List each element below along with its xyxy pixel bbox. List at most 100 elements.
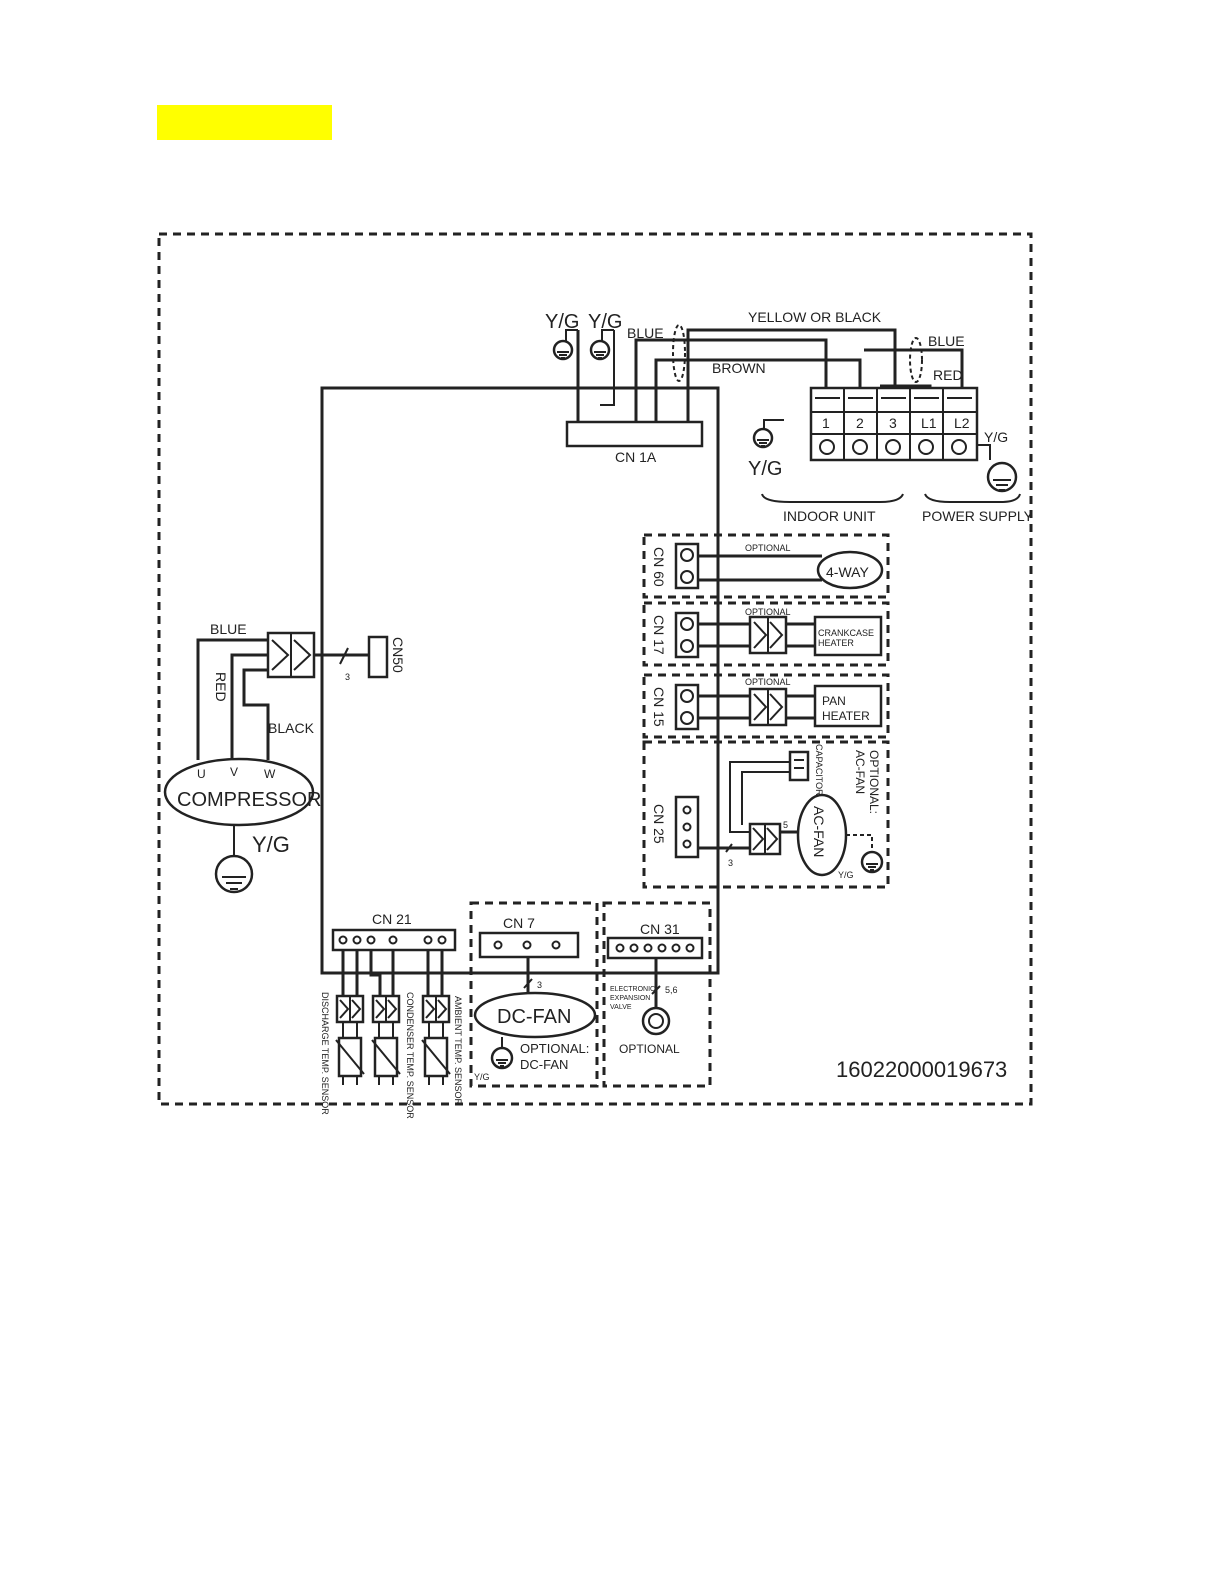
eev-line3: VALVE xyxy=(610,1004,632,1011)
eev-pins: 5,6 xyxy=(665,985,678,995)
cn31-connector xyxy=(606,936,704,960)
capacitor xyxy=(788,750,810,782)
ground-icon xyxy=(752,427,774,449)
dc-fan-pin: 3 xyxy=(537,980,542,990)
cn50-connector xyxy=(367,635,389,679)
cn7-connector xyxy=(478,931,580,959)
pan-heater xyxy=(813,684,883,728)
compressor-w: W xyxy=(264,767,276,781)
ground-icon xyxy=(214,854,254,894)
sensor-connectors xyxy=(335,994,451,1024)
wire-brown xyxy=(654,358,862,422)
crankcase-label-2: HEATER xyxy=(818,638,854,648)
cn7-label: CN 7 xyxy=(503,915,535,931)
terminal-l2: L2 xyxy=(954,415,970,431)
cn31-label: CN 31 xyxy=(640,921,680,937)
four-way-label: 4-WAY xyxy=(826,564,869,580)
pan-heater-label-2: HEATER xyxy=(822,709,870,723)
terminal-2: 2 xyxy=(856,415,864,431)
cn7-section xyxy=(469,901,599,1088)
ferrite-core-1 xyxy=(672,324,686,382)
crankcase-label-1: CRANKCASE xyxy=(818,628,874,638)
compressor-u: U xyxy=(197,767,206,781)
ac-fan-pin5: 5 xyxy=(783,820,788,830)
indoor-unit-label: INDOOR UNIT xyxy=(783,508,876,524)
ferrite-core-2 xyxy=(909,337,923,383)
condenser-sensor-label: CONDENSER TEMP. SENSOR xyxy=(405,992,415,1119)
blue2-label: BLUE xyxy=(928,333,965,349)
ground-icon xyxy=(986,461,1018,493)
cn50-label: CN50 xyxy=(390,637,406,673)
comp-red-label: RED xyxy=(213,672,229,702)
dc-fan-ground: Y/G xyxy=(474,1072,490,1082)
comp-black-label: BLACK xyxy=(268,720,315,736)
wire-yg1-ground xyxy=(565,329,578,345)
compressor-wires xyxy=(196,638,270,760)
cn25-pin3: 3 xyxy=(728,858,733,868)
wire-blue-run xyxy=(640,338,828,400)
cn1a-label: CN 1A xyxy=(615,449,657,465)
comp-blue-label: BLUE xyxy=(210,621,247,637)
ac-fan-label: AC-FAN xyxy=(811,806,827,857)
wire-yellow-black xyxy=(686,328,897,422)
thermistor-icons xyxy=(335,1022,451,1085)
cn21-label: CN 21 xyxy=(372,911,412,927)
dc-fan-motor xyxy=(473,991,597,1039)
wire-blue2 xyxy=(864,348,964,388)
cn60-label: CN 60 xyxy=(651,547,667,587)
eev-optional: OPTIONAL xyxy=(619,1042,680,1056)
part-number: 16022000019673 xyxy=(836,1057,1007,1082)
cn15-label: CN 15 xyxy=(651,687,667,727)
ac-fan-ground-label: Y/G xyxy=(838,870,854,880)
yellow-or-black-label: YELLOW OR BLACK xyxy=(748,309,882,325)
dc-fan-label: DC-FAN xyxy=(497,1006,571,1028)
ac-fan-optional-2: AC-FAN xyxy=(853,750,867,794)
main-board-outline xyxy=(320,386,720,975)
compressor-wire-count: 3 xyxy=(345,672,350,682)
red-label: RED xyxy=(933,367,963,383)
cn15-optional: OPTIONAL xyxy=(745,677,791,687)
ground-icon xyxy=(589,339,611,361)
yg2-label: Y/G xyxy=(588,311,622,333)
cn15-section xyxy=(642,673,890,739)
compressor-label: COMPRESSOR xyxy=(177,789,321,811)
eev-valve xyxy=(641,1006,671,1036)
terminal-block xyxy=(809,386,979,462)
dc-fan-optional-2: DC-FAN xyxy=(520,1057,568,1072)
compressor-v: V xyxy=(230,765,238,779)
blue-label: BLUE xyxy=(627,325,664,341)
cn60-optional: OPTIONAL xyxy=(745,543,791,553)
dc-fan-optional-1: OPTIONAL: xyxy=(520,1041,589,1056)
terminal-1: 1 xyxy=(822,415,830,431)
wire-blue xyxy=(634,338,640,422)
diagram-border xyxy=(157,232,1033,1106)
cn25-label: CN 25 xyxy=(651,804,667,844)
yellow-highlight-bar xyxy=(157,105,332,140)
cn17-label: CN 17 xyxy=(651,615,667,655)
compressor xyxy=(163,757,315,827)
yg1-label: Y/G xyxy=(545,311,579,333)
cn17-section xyxy=(642,601,890,667)
crankcase-heater xyxy=(813,615,883,657)
cn31-section xyxy=(602,901,712,1088)
ground-icon xyxy=(552,339,574,361)
wire-yg2 xyxy=(600,330,615,406)
ambient-sensor-label: AMBIENT TEMP. SENSOR xyxy=(453,996,463,1106)
yg4-label: Y/G xyxy=(984,429,1008,445)
brown-label: BROWN xyxy=(712,360,766,376)
ground-icon xyxy=(490,1046,514,1070)
eev-line1: ELECTRONIC xyxy=(610,986,655,993)
four-way-valve xyxy=(816,550,884,590)
terminal-l1: L1 xyxy=(921,415,937,431)
compressor-ground-label: Y/G xyxy=(252,832,290,857)
power-supply-label: POWER SUPPLY xyxy=(922,508,1034,524)
terminal-3: 3 xyxy=(889,415,897,431)
discharge-sensor-label: DISCHARGE TEMP. SENSOR xyxy=(320,992,330,1115)
pan-heater-label-1: PAN xyxy=(822,694,846,708)
cn17-optional: OPTIONAL xyxy=(745,607,791,617)
ac-fan-optional-1: OPTIONAL: xyxy=(867,750,881,814)
cn1a-connector xyxy=(565,420,704,448)
cn25-section xyxy=(642,740,890,889)
yg3-label: Y/G xyxy=(748,458,782,480)
